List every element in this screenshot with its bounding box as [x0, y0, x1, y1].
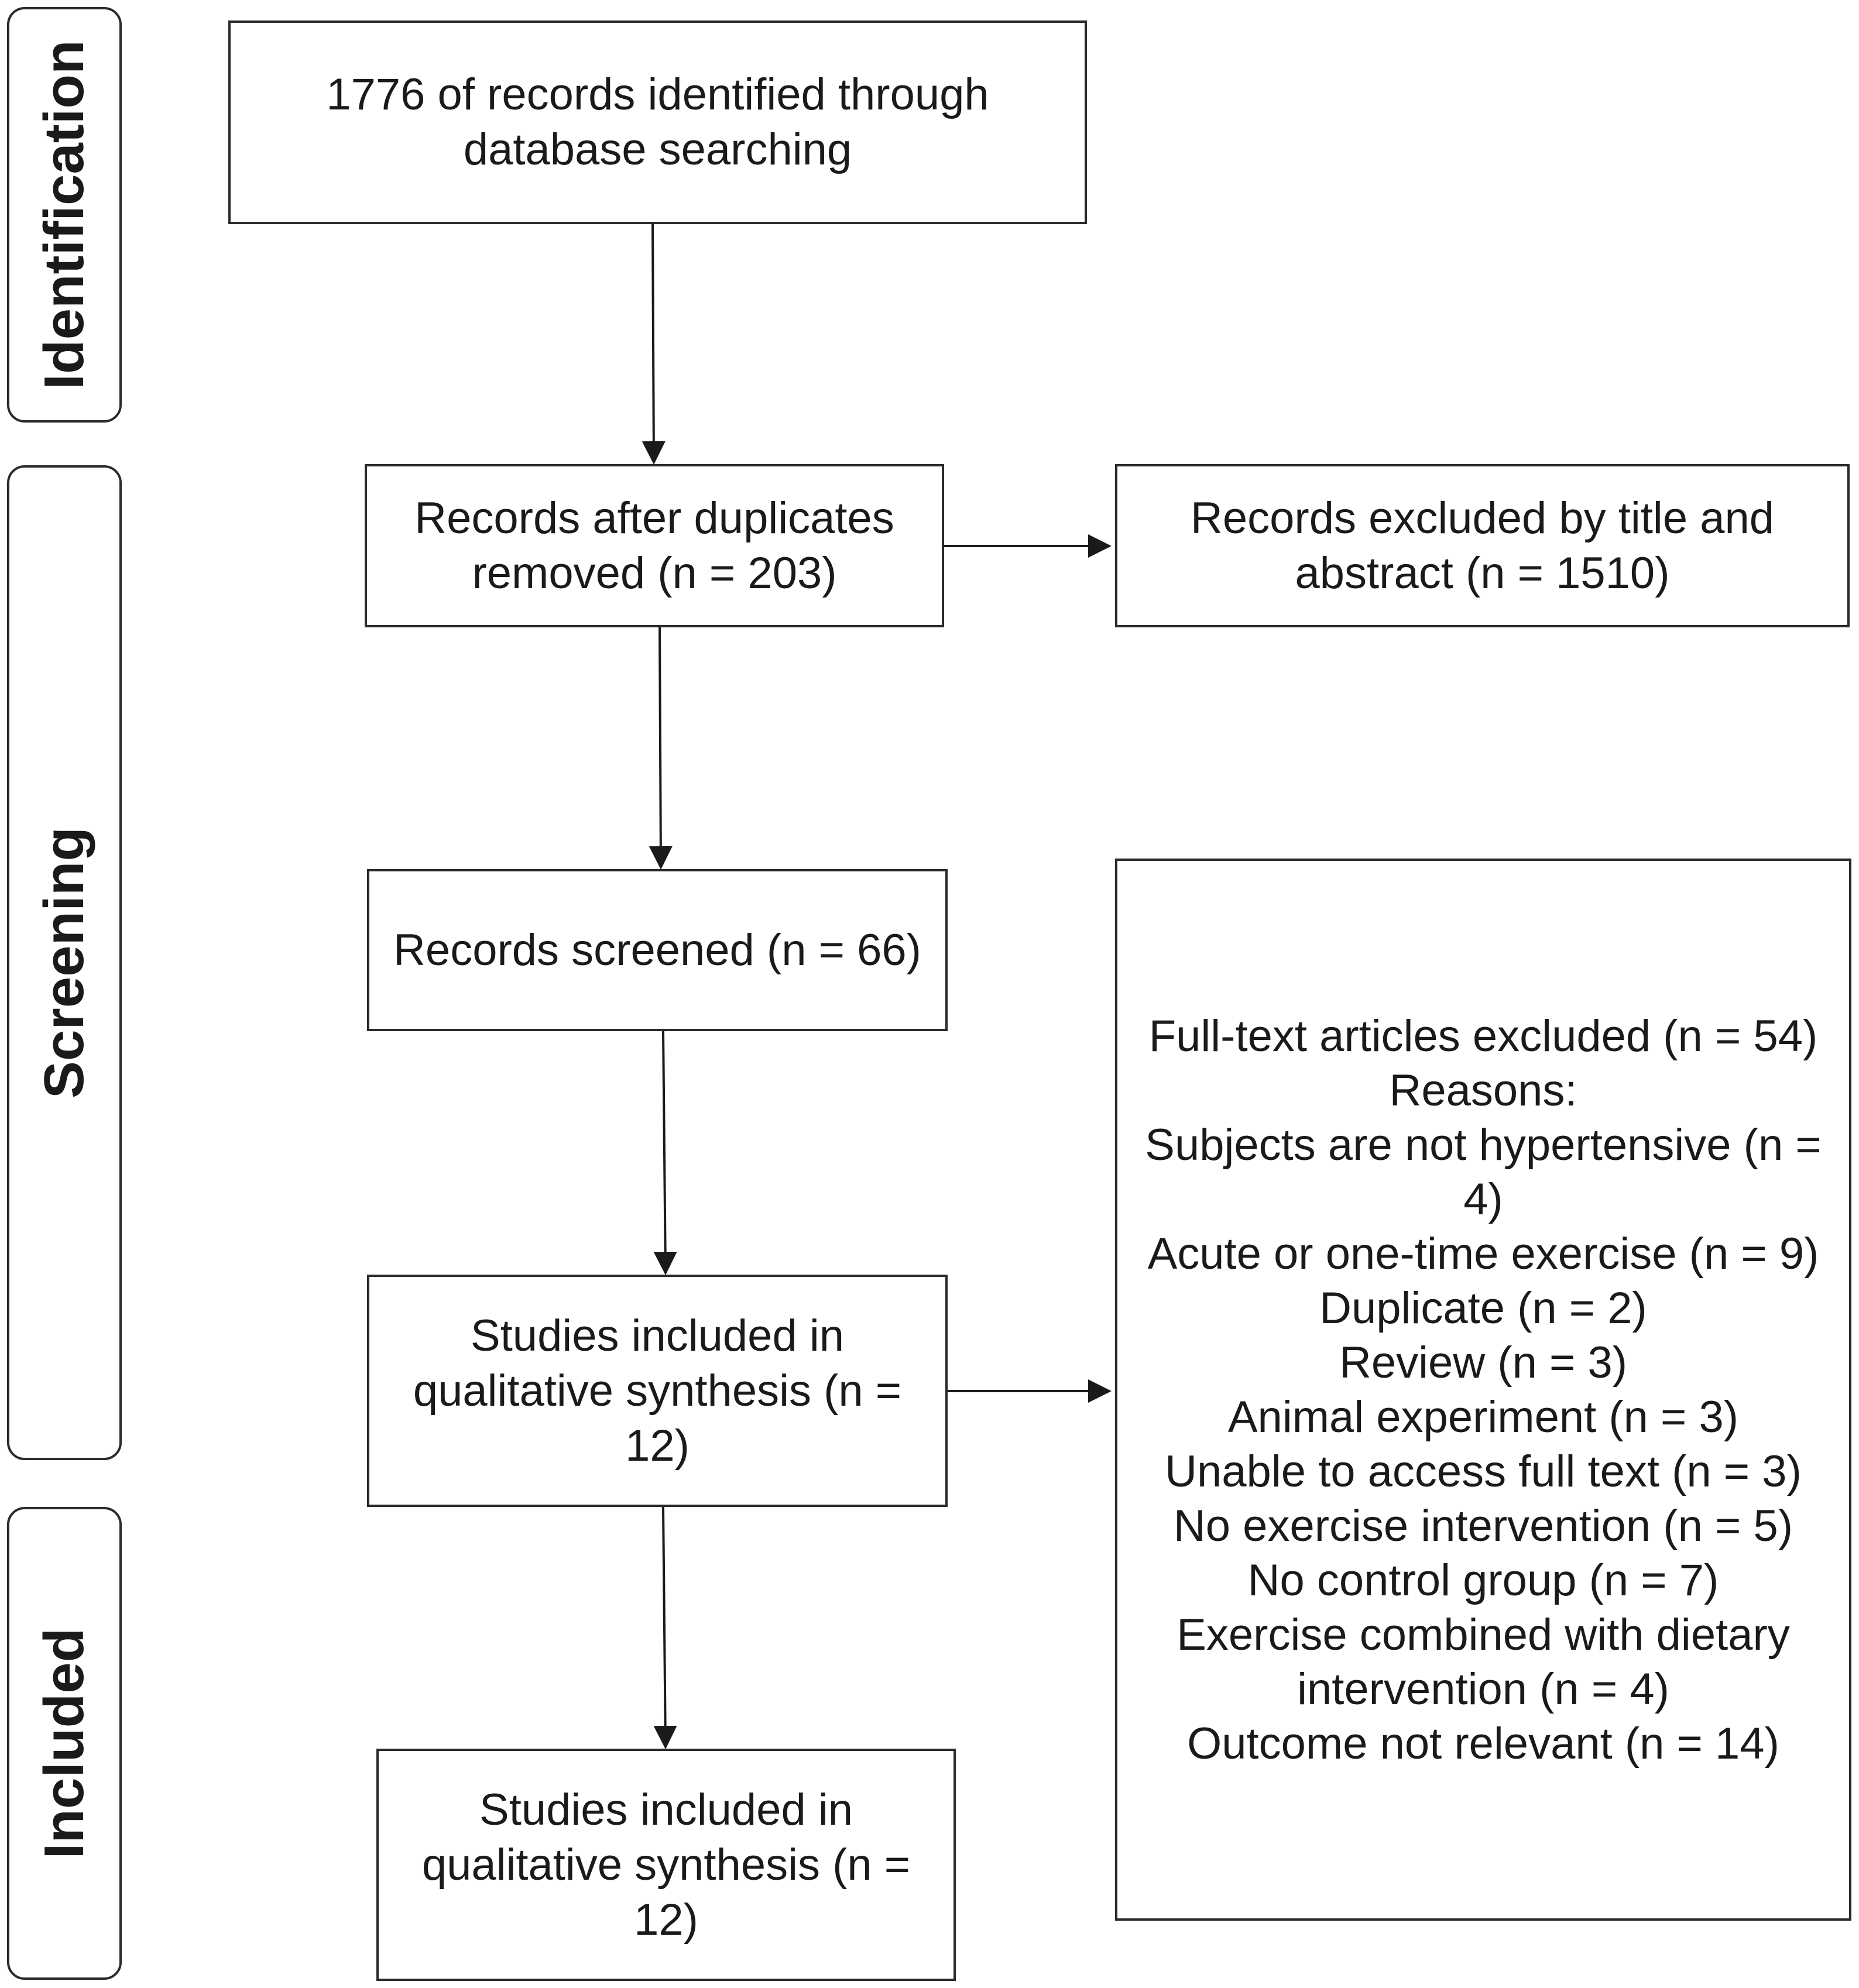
box-records-excluded-title-abstract: Records excluded by title and abstract (…: [1115, 464, 1850, 627]
box-fulltext-excluded: Full-text articles excluded (n = 54) Rea…: [1115, 859, 1851, 1921]
arrow-after-duplicates-to-screened: [649, 627, 673, 870]
records-screened-text: Records screened (n = 66): [393, 925, 921, 975]
box-records-identified: 1776 of records identified through datab…: [228, 20, 1087, 224]
reason-item: No exercise intervention (n = 5): [1173, 1501, 1793, 1551]
arrow-identified-to-after-duplicates: [642, 224, 666, 465]
stage-identification: Identification: [7, 7, 122, 423]
reasons-label: Reasons:: [1389, 1065, 1577, 1115]
arrow-included-screening-to-included-final: [653, 1506, 677, 1749]
reason-item: Exercise combined with dietary intervent…: [1177, 1609, 1790, 1714]
box-records-screened: Records screened (n = 66): [367, 869, 948, 1031]
studies-included-final-text: Studies included in qualitative synthesi…: [421, 1784, 911, 1945]
box-records-after-duplicates: Records after duplicates removed (n = 20…: [365, 464, 944, 627]
records-after-duplicates-text: Records after duplicates removed (n = 20…: [414, 493, 894, 598]
reason-item: Review (n = 3): [1339, 1337, 1628, 1388]
reason-item: Acute or one-time exercise (n = 9): [1147, 1228, 1819, 1279]
reason-item: Unable to access full text (n = 3): [1165, 1446, 1802, 1496]
stage-screening: Screening: [7, 465, 122, 1460]
stage-included: Included: [7, 1507, 122, 1980]
studies-included-screening-text: Studies included in qualitative synthesi…: [413, 1310, 902, 1471]
fulltext-excluded-heading: Full-text articles excluded (n = 54): [1148, 1011, 1818, 1061]
reason-item: Subjects are not hypertensive (n = 4): [1145, 1120, 1822, 1224]
reason-item: No control group (n = 7): [1247, 1555, 1719, 1605]
reason-item: Outcome not relevant (n = 14): [1187, 1718, 1779, 1769]
reason-item: Duplicate (n = 2): [1319, 1283, 1647, 1333]
box-studies-included-final: Studies included in qualitative synthesi…: [376, 1749, 956, 1981]
box-studies-included-screening: Studies included in qualitative synthesi…: [367, 1275, 948, 1507]
reason-item: Animal experiment (n = 3): [1227, 1392, 1739, 1442]
records-excluded-text: Records excluded by title and abstract (…: [1190, 493, 1775, 598]
records-identified-text: 1776 of records identified through datab…: [326, 70, 989, 174]
arrow-screened-to-included-screening: [653, 1031, 677, 1275]
